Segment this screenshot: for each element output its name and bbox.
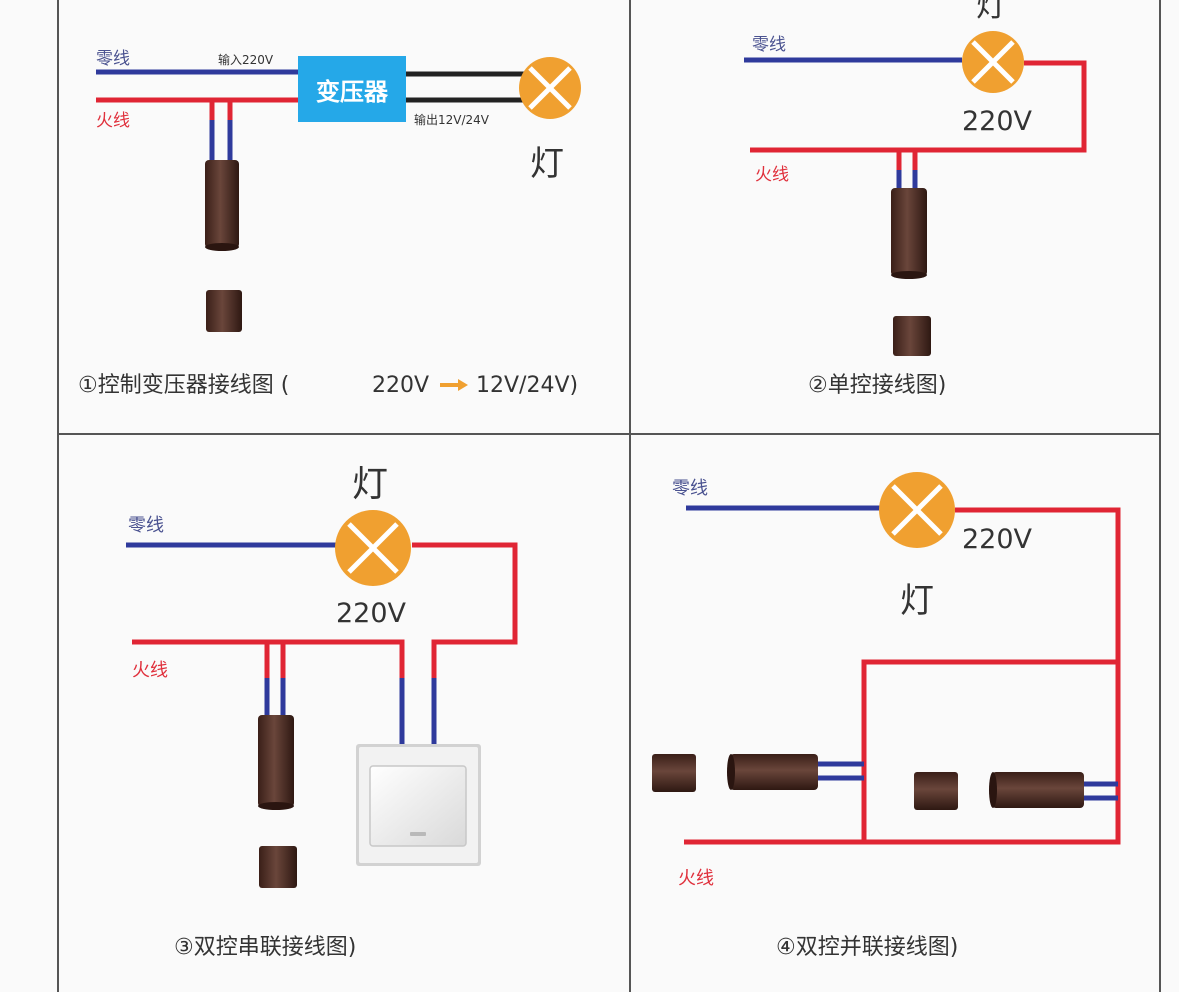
panel-1-caption-output: 12V/24V): [476, 373, 578, 398]
magnetic-sensor-icon: [205, 160, 239, 248]
voltage-label: 220V: [962, 524, 1033, 555]
neutral-wire-label: 零线: [96, 49, 130, 69]
panel-3-caption: ③双控串联接线图): [174, 935, 356, 960]
panel-1-caption-prefix: ①控制变压器接线图 (: [78, 373, 289, 398]
transformer-box: [298, 56, 406, 122]
magnet-icon: [206, 290, 242, 332]
magnetic-sensor-icon: [992, 772, 1084, 808]
live-wire-label: 火线: [755, 165, 789, 185]
magnet-icon: [652, 754, 696, 792]
live-wire-label: 火线: [132, 660, 168, 681]
panel-1-caption-input: 220V: [372, 373, 429, 398]
magnet-icon: [893, 316, 931, 356]
live-wire: [684, 507, 1121, 845]
live-wire-branch: [861, 659, 1118, 842]
live-wire-label: 火线: [678, 868, 714, 889]
lamp-icon: [335, 510, 411, 586]
magnet-icon: [914, 772, 958, 810]
voltage-label: 220V: [336, 598, 407, 629]
arrow-icon: [440, 379, 468, 391]
lamp-icon: [879, 472, 955, 548]
transformer-label: 变压器: [316, 78, 389, 106]
lamp-label: 灯: [900, 581, 934, 621]
panel-grid: [57, 0, 1161, 992]
panel-1-transformer-wiring: 变压器 零线 火线 输入220V 输出12V/24V 灯 ①控制变压器接线图 (…: [78, 49, 581, 398]
neutral-wire-label: 零线: [752, 35, 786, 55]
neutral-wire-label: 零线: [672, 478, 708, 499]
magnetic-sensor-icon: [258, 715, 294, 807]
live-wire-label: 火线: [96, 111, 130, 131]
panel-2-single-control: 零线 火线 灯 220V ②单控接线图): [744, 0, 1087, 398]
input-voltage-label: 输入220V: [218, 52, 274, 67]
lamp-icon: [962, 31, 1024, 93]
lamp-label: 灯: [976, 0, 1006, 24]
live-wire-return: [412, 542, 518, 678]
output-voltage-label: 输出12V/24V: [414, 112, 490, 127]
magnetic-sensor-icon: [730, 754, 818, 790]
live-wire: [750, 60, 1087, 153]
neutral-wire-label: 零线: [128, 515, 164, 536]
panel-4-caption: ④双控并联接线图): [776, 935, 958, 960]
panel-3-double-control-series: 零线 火线 灯 220V ③双控串联接线图): [126, 464, 518, 960]
lamp-icon: [519, 57, 581, 119]
panel-2-caption: ②单控接线图): [808, 373, 946, 398]
magnet-icon: [259, 846, 297, 888]
voltage-label: 220V: [962, 106, 1033, 137]
lamp-label: 灯: [352, 464, 388, 505]
live-wire: [132, 639, 405, 678]
lamp-label: 灯: [530, 144, 564, 184]
magnetic-sensor-icon: [891, 188, 927, 276]
panel-4-double-control-parallel: 零线 火线 灯 220V ④双控并联接线图): [652, 472, 1121, 960]
wall-switch-icon: [356, 744, 481, 866]
